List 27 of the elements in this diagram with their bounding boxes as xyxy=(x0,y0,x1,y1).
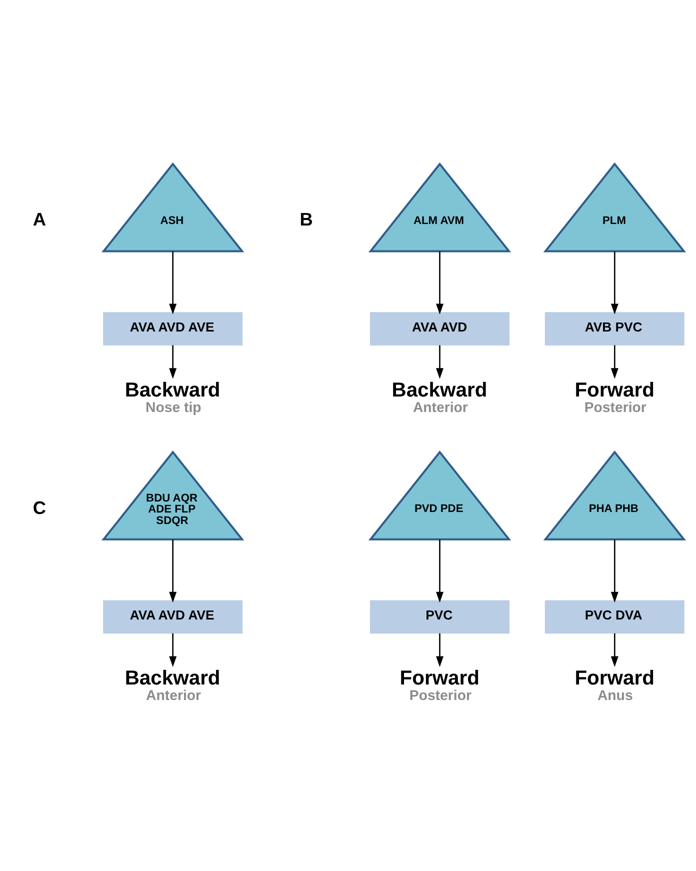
node-text: Forward Anus xyxy=(574,667,654,703)
arrow xyxy=(610,251,618,314)
node-box: AVA AVD AVE xyxy=(103,312,243,346)
arrow xyxy=(436,632,444,666)
arrow xyxy=(436,251,444,314)
arrow xyxy=(169,344,177,378)
arrow xyxy=(610,344,618,378)
arrow xyxy=(169,539,177,602)
label: C xyxy=(32,497,46,518)
node-text: Forward Posterior xyxy=(574,379,654,414)
arrow xyxy=(169,251,177,314)
node-box: AVA AVD xyxy=(370,312,510,346)
node-text: Backward Nose tip xyxy=(124,379,220,414)
node-box: PVC xyxy=(370,600,510,634)
label: A xyxy=(32,209,46,230)
arrow xyxy=(610,539,618,602)
arrow xyxy=(610,632,618,666)
node-box: AVB PVC xyxy=(544,312,684,346)
node-box: AVA AVD AVE xyxy=(103,600,243,634)
arrow xyxy=(169,632,177,666)
arrow xyxy=(436,539,444,602)
node-box: PVC DVA xyxy=(544,600,684,634)
node-text: Backward Anterior xyxy=(392,379,488,414)
node-text: Backward Anterior xyxy=(124,667,220,703)
label: B xyxy=(300,209,313,230)
node-text: Forward Posterior xyxy=(400,667,480,703)
arrow xyxy=(436,344,444,378)
